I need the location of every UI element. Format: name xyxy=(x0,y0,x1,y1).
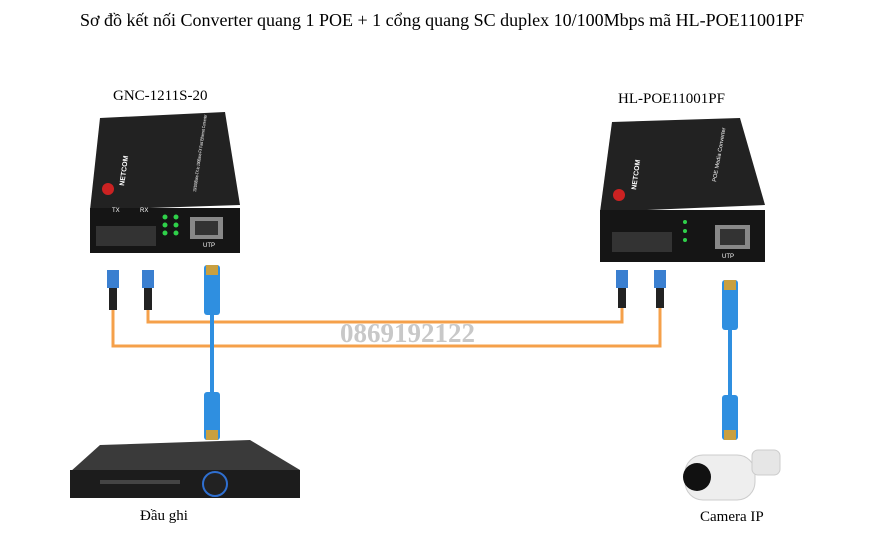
ip-camera xyxy=(683,449,781,501)
left-device-brand: NETCOM xyxy=(119,155,130,186)
right-device-brand: NETCOM xyxy=(631,159,642,190)
svg-text:UTP: UTP xyxy=(722,254,734,260)
left-device-label: GNC-1211S-20 xyxy=(113,88,208,104)
nvr-recorder xyxy=(70,440,300,498)
camera-label: Camera IP xyxy=(700,509,764,525)
svg-text:RX: RX xyxy=(140,208,148,214)
nvr-label: Đầu ghi xyxy=(140,508,188,524)
left-converter: NETCOM 10/100Base-TX to 100Base-FX Fast … xyxy=(90,112,240,253)
watermark-phone: 0869192122 xyxy=(340,318,475,348)
fiber-cables xyxy=(111,308,662,348)
svg-text:UTP: UTP xyxy=(203,243,215,249)
rj45-connectors xyxy=(204,265,738,440)
right-converter: NETCOM POE Media Converter UTP xyxy=(600,118,765,262)
fiber-connectors xyxy=(107,270,666,310)
right-device-label: HL-POE11001PF xyxy=(618,91,725,107)
utp-cables xyxy=(210,315,732,395)
diagram-title: Sơ đồ kết nối Converter quang 1 POE + 1 … xyxy=(80,10,804,30)
svg-text:TX: TX xyxy=(112,208,120,214)
